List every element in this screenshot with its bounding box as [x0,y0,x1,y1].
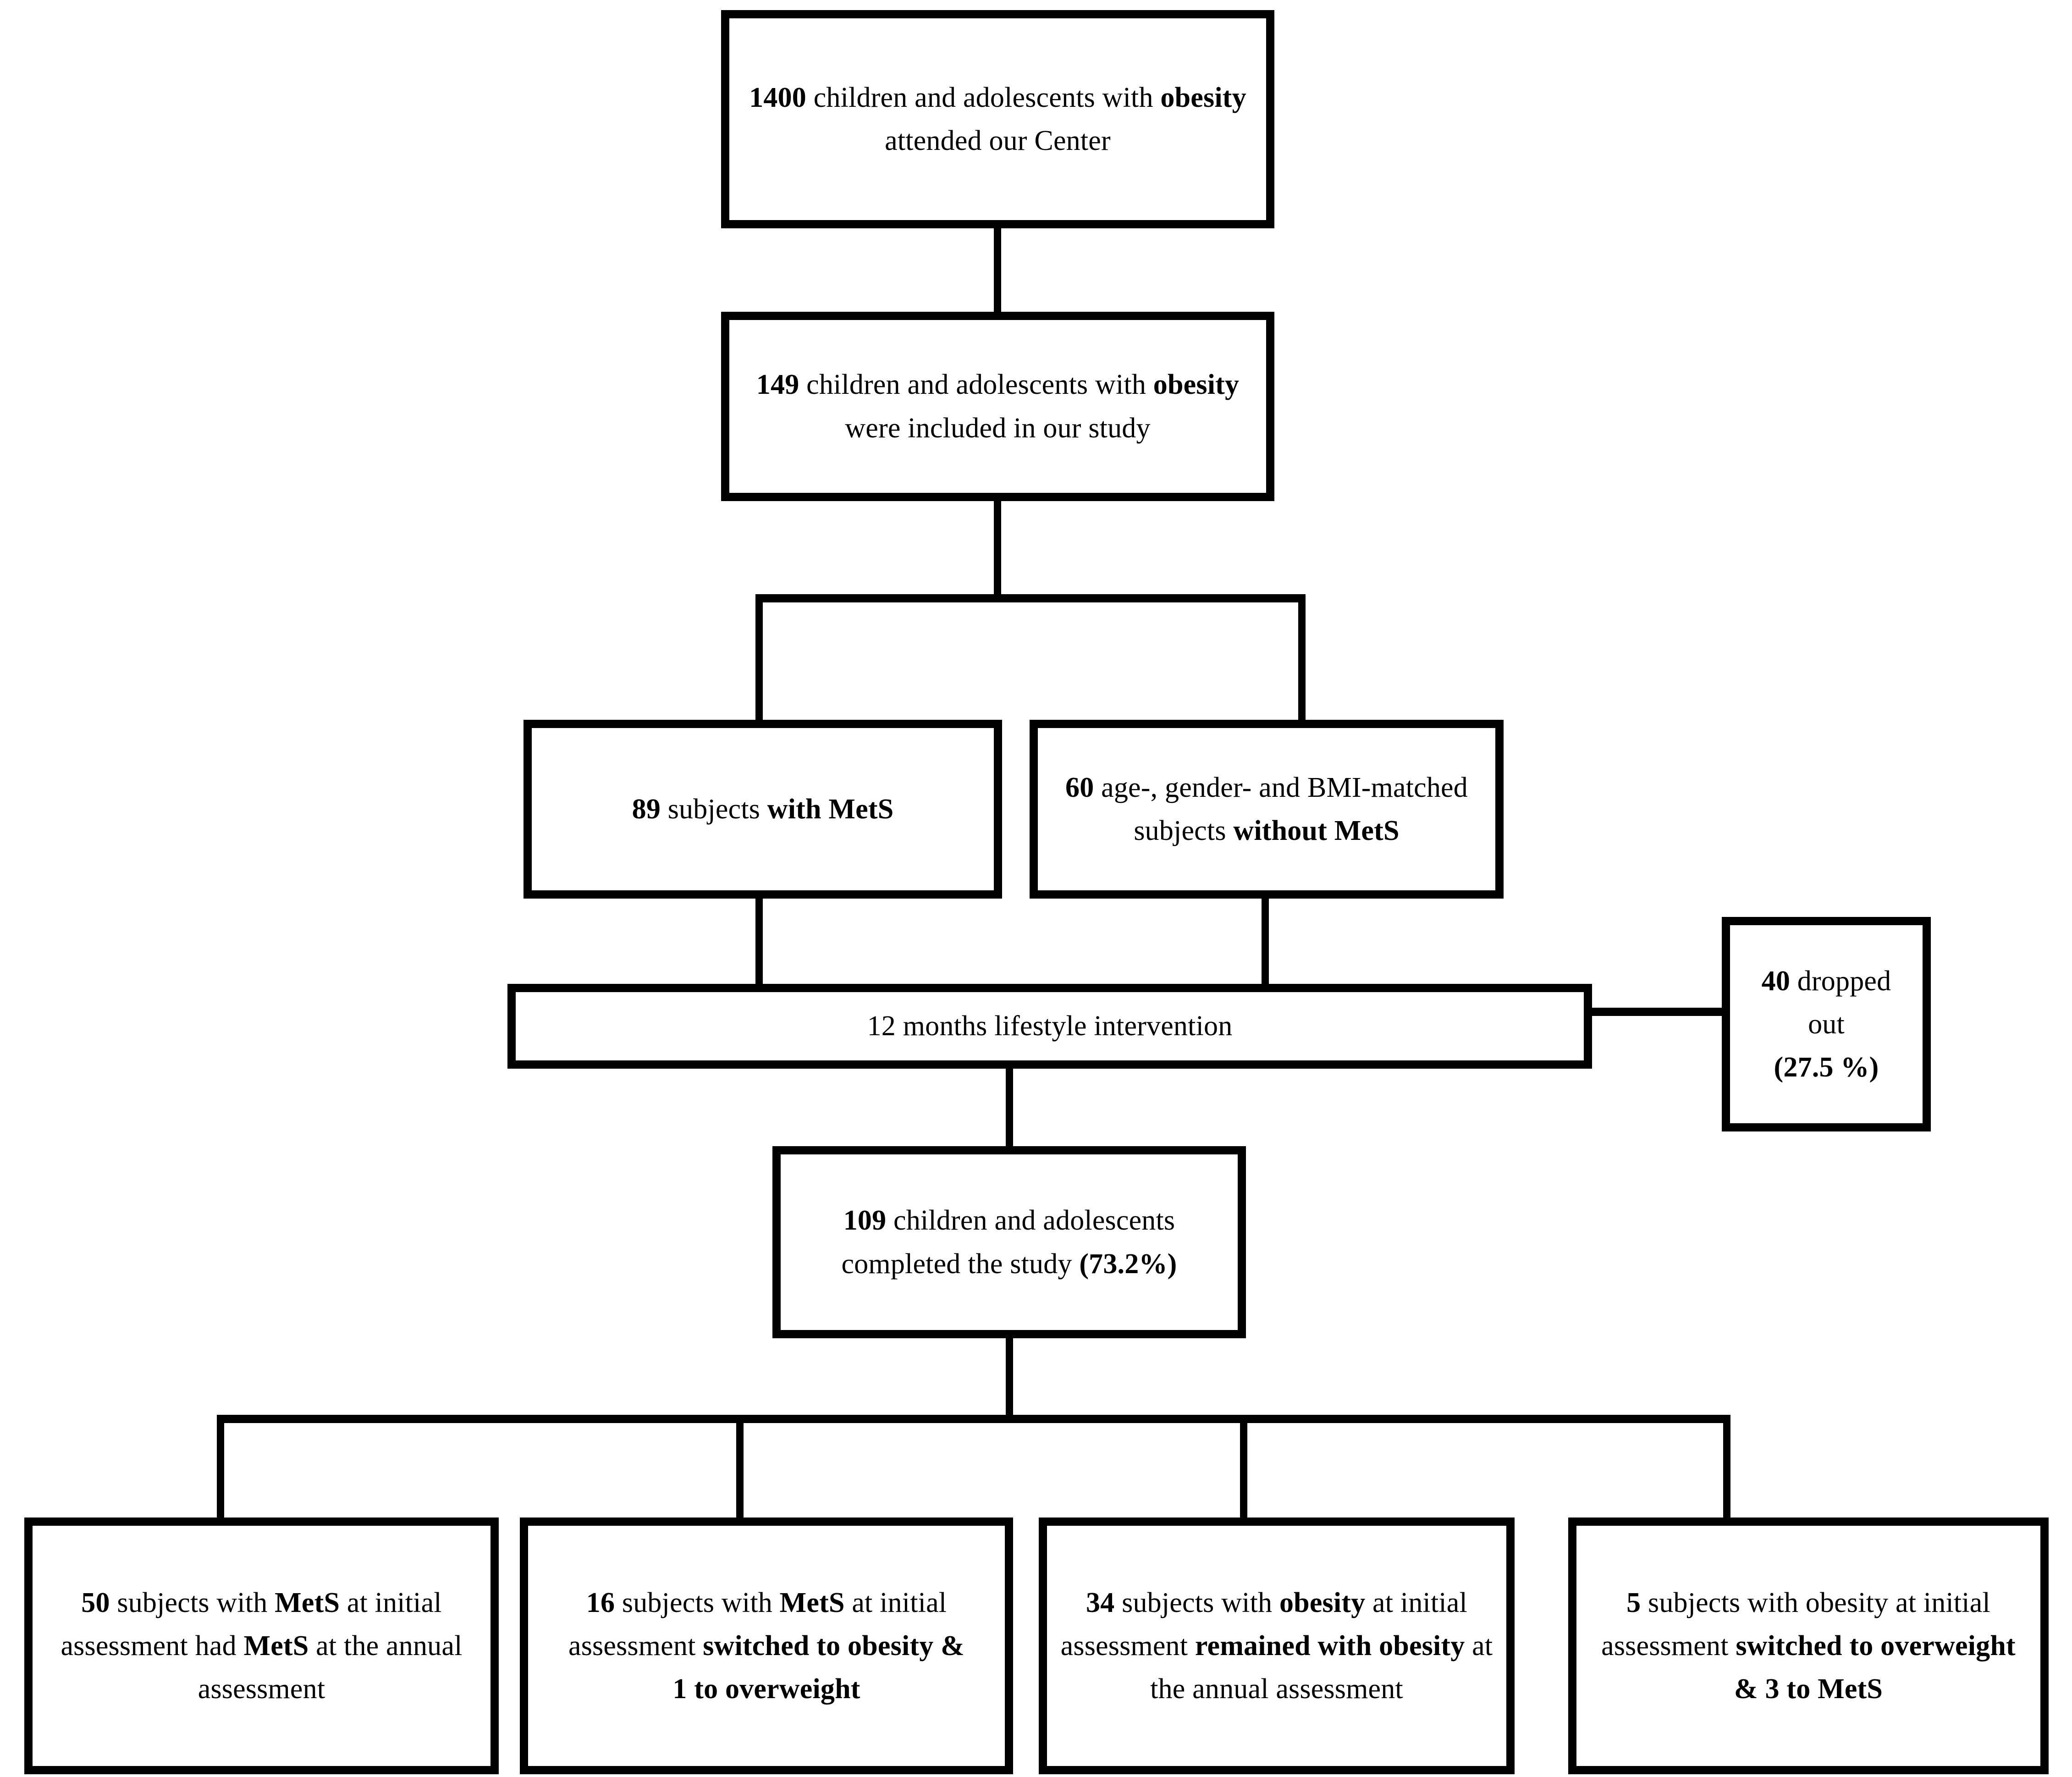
lifestyle-intervention-text: 12 months lifestyle intervention [867,1010,1233,1042]
connector-included-stem [994,501,1001,597]
outcome-mets-remained-box: 50 subjects with MetS at initial assessm… [24,1518,499,1774]
attended-center-box: 1400 children and adolescents with obesi… [721,10,1274,228]
included-in-study-box: 149 children and adolescents with obesit… [721,312,1274,501]
connector-branch-leg-4 [1723,1415,1730,1519]
connector-nomets-to-intervention [1262,899,1269,986]
attended-center-text: 1400 children and adolescents with obesi… [749,82,1246,156]
dropped-out-text: 40 dropped out(27.5 %) [1761,965,1891,1083]
matched-subjects-without-mets-text: 60 age-, gender- and BMI-matched subject… [1065,772,1468,846]
included-in-study-text: 149 children and adolescents with obesit… [756,369,1240,444]
outcome-mets-switched-text: 16 subjects with MetS at initial assessm… [568,1587,964,1705]
outcome-mets-remained-text: 50 subjects with MetS at initial assessm… [61,1587,463,1705]
outcome-mets-switched-box: 16 subjects with MetS at initial assessm… [520,1518,1013,1774]
subjects-with-mets-box: 89 subjects with MetS [524,720,1002,899]
matched-subjects-without-mets-box: 60 age-, gender- and BMI-matched subject… [1030,720,1504,899]
outcome-obesity-remained-box: 34 subjects with obesity at initial asse… [1039,1518,1515,1774]
dropped-out-box: 40 dropped out(27.5 %) [1722,917,1931,1131]
connector-branch-leg-3 [1240,1415,1247,1519]
completed-study-text: 109 children and adolescents completed t… [841,1205,1177,1280]
connector-split-bar-two-way [755,594,1306,602]
completed-study-box: 109 children and adolescents completed t… [772,1146,1246,1338]
connector-attended-to-included [994,228,1001,312]
subjects-with-mets-text: 89 subjects with MetS [632,793,894,825]
connector-split-leg-right [1298,594,1306,723]
connector-mets-to-intervention [755,899,763,986]
connector-split-leg-left [755,594,763,723]
outcome-obesity-switched-text: 5 subjects with obesity at initial asses… [1601,1587,2016,1705]
lifestyle-intervention-bar: 12 months lifestyle intervention [507,984,1592,1069]
outcome-obesity-switched-box: 5 subjects with obesity at initial asses… [1568,1518,2049,1774]
connector-intervention-to-completed [1006,1069,1013,1149]
connector-branch-leg-2 [736,1415,744,1519]
connector-intervention-to-dropped-out [1592,1008,1725,1016]
connector-split-bar-four-way [217,1415,1730,1423]
outcome-obesity-remained-text: 34 subjects with obesity at initial asse… [1060,1587,1493,1705]
connector-completed-stem [1006,1338,1013,1418]
connector-branch-leg-1 [217,1415,224,1519]
